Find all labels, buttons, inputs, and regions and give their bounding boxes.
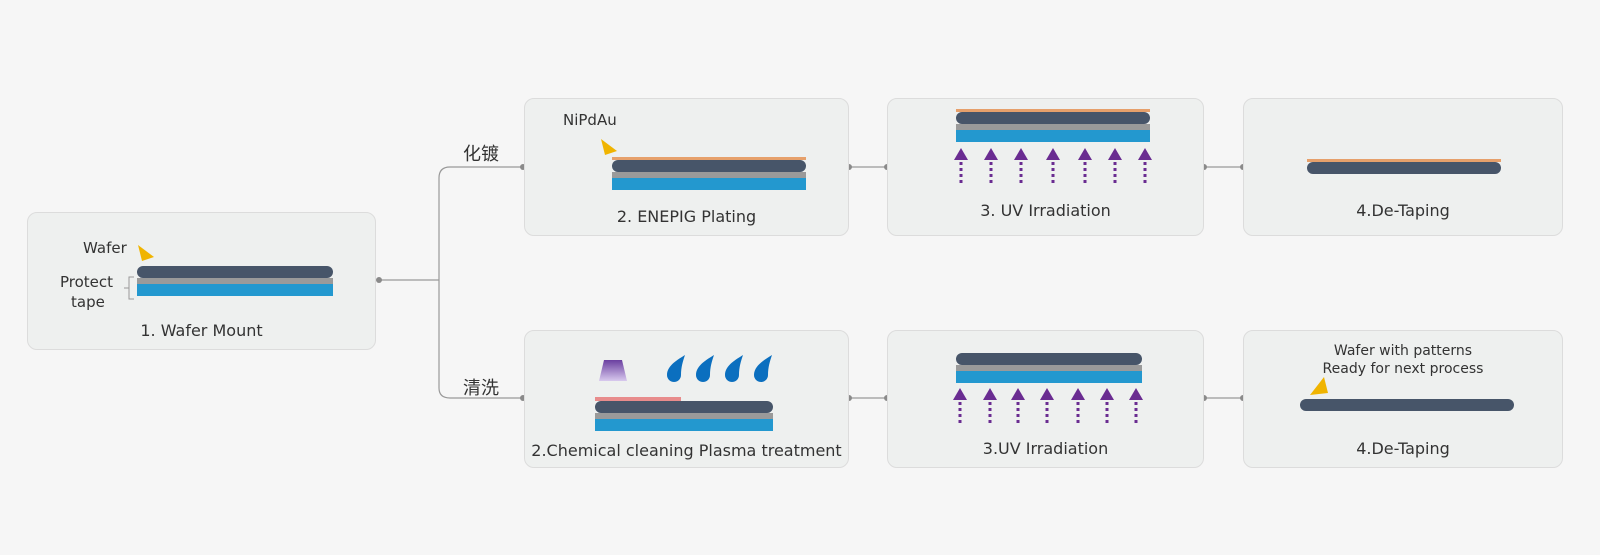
wafer-bar bbox=[1307, 162, 1501, 174]
tape-layer bbox=[137, 284, 333, 296]
material-label: NiPdAu bbox=[563, 111, 617, 129]
wafer-bar bbox=[956, 112, 1150, 124]
step-enepig-card: NiPdAu 2. ENEPIG Plating bbox=[524, 98, 849, 236]
step-title: 1. Wafer Mount bbox=[140, 321, 263, 340]
plasma-source-icon bbox=[599, 360, 627, 381]
wafer-bar bbox=[612, 160, 806, 172]
adhesive-layer bbox=[595, 413, 773, 419]
tape-label: tape bbox=[71, 293, 105, 311]
step-detaping-card-top: 4.De-Taping bbox=[1243, 98, 1563, 236]
step-title: 4.De-Taping bbox=[1356, 201, 1450, 220]
bracket-icon bbox=[124, 276, 134, 300]
wafer-bar bbox=[956, 353, 1142, 365]
wafer-bar bbox=[595, 401, 773, 413]
tape-layer bbox=[595, 419, 773, 431]
step-wafer-mount-card: Wafer Protect tape 1. Wafer Mount bbox=[27, 212, 376, 350]
step-chemical-card: 2.Chemical cleaning Plasma treatment bbox=[524, 330, 849, 468]
plating-layer bbox=[956, 109, 1150, 112]
adhesive-layer bbox=[612, 172, 806, 178]
plating-layer bbox=[612, 157, 806, 160]
tape-layer bbox=[612, 178, 806, 190]
branch-label-plating: 化镀 bbox=[463, 144, 499, 165]
pointer-icon bbox=[1310, 377, 1328, 395]
tape-layer bbox=[956, 130, 1150, 142]
step-uv-card-bottom: 3.UV Irradiation bbox=[887, 330, 1204, 468]
pointer-icon bbox=[601, 139, 617, 155]
droplets-icon bbox=[667, 355, 772, 382]
step-uv-card-top: 3. UV Irradiation bbox=[887, 98, 1204, 236]
result-note-line1: Wafer with patterns bbox=[1333, 343, 1473, 359]
adhesive-layer bbox=[956, 124, 1150, 130]
step-title: 3. UV Irradiation bbox=[980, 201, 1111, 220]
result-note-line2: Ready for next process bbox=[1322, 361, 1484, 377]
wafer-label: Wafer bbox=[83, 239, 127, 257]
adhesive-layer bbox=[137, 278, 333, 284]
wafer-bar bbox=[137, 266, 333, 278]
pointer-icon bbox=[138, 245, 154, 261]
branch-label-cleaning: 清洗 bbox=[463, 378, 499, 399]
uv-arrows-icon bbox=[953, 388, 1143, 425]
step-title: 3.UV Irradiation bbox=[982, 439, 1109, 458]
adhesive-layer bbox=[956, 365, 1142, 371]
step-title: 2. ENEPIG Plating bbox=[616, 207, 757, 226]
step-title: 4.De-Taping bbox=[1356, 439, 1450, 458]
step-title: 2.Chemical cleaning Plasma treatment bbox=[531, 441, 842, 460]
uv-arrows-icon bbox=[954, 148, 1152, 185]
plating-layer bbox=[1307, 159, 1501, 162]
step-detaping-card-bottom: Wafer with patterns Ready for next proce… bbox=[1243, 330, 1563, 468]
tape-layer bbox=[956, 371, 1142, 383]
residue-layer bbox=[595, 397, 681, 401]
wafer-bar bbox=[1300, 399, 1514, 411]
protect-label: Protect bbox=[60, 273, 114, 291]
